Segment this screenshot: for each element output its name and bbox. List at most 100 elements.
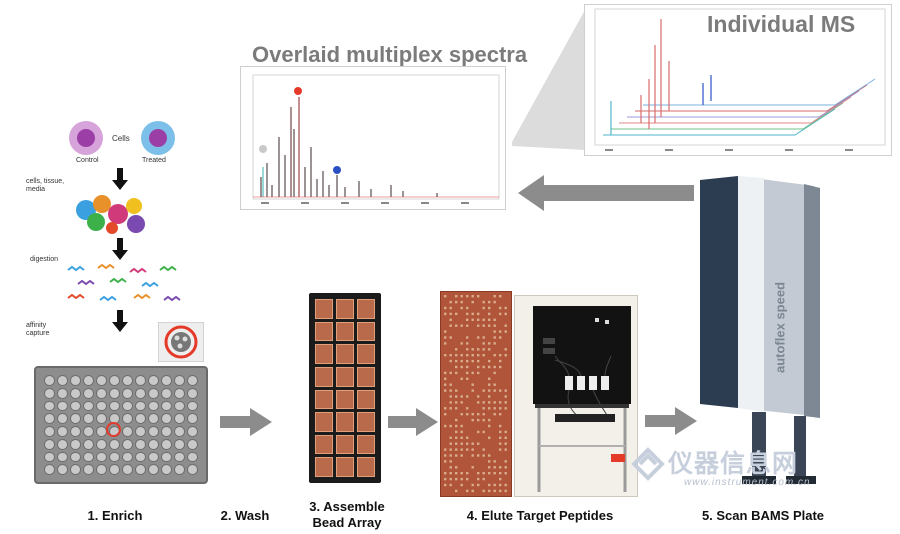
cells-tissue-media-label: cells, tissue, media bbox=[26, 178, 65, 193]
plate-well bbox=[161, 413, 172, 424]
plate-well bbox=[83, 464, 94, 475]
plate-well bbox=[148, 387, 159, 399]
plate-well bbox=[70, 464, 81, 475]
plate-well bbox=[83, 387, 94, 399]
bams-plate bbox=[440, 291, 512, 497]
plate-well bbox=[135, 451, 146, 463]
bead-array-rack bbox=[309, 293, 381, 483]
plate-well bbox=[161, 438, 172, 450]
step-label-assemble: 3. Assemble Bead Array bbox=[309, 499, 385, 530]
individual-ms-heading: Individual MS bbox=[707, 11, 856, 37]
plate-well bbox=[57, 451, 68, 463]
plate-well bbox=[44, 426, 55, 437]
plate-well bbox=[109, 400, 120, 412]
watermark-name: 仪器信息网 bbox=[668, 449, 799, 478]
plate-well bbox=[174, 400, 185, 412]
plate-well bbox=[174, 375, 185, 386]
down-arrow-2 bbox=[112, 238, 128, 260]
bead-rack-cell bbox=[336, 389, 354, 410]
arrow-instrument-to-spectra bbox=[518, 175, 694, 211]
enrich-workflow: Cells Control Treated cells, tissue, med… bbox=[20, 110, 210, 360]
marker-blue bbox=[333, 166, 341, 174]
plate-well bbox=[135, 375, 146, 386]
control-label: Control bbox=[76, 157, 99, 164]
bead-rack-cell bbox=[357, 344, 375, 364]
plate-well bbox=[109, 438, 120, 450]
plate-well bbox=[44, 387, 55, 399]
plate-well bbox=[83, 426, 94, 437]
plate-well bbox=[174, 426, 185, 437]
elution-robot bbox=[514, 295, 638, 497]
digestion-label: digestion bbox=[30, 256, 59, 263]
bead-rack-cell bbox=[357, 321, 375, 342]
plate-well bbox=[135, 464, 146, 475]
plate-well bbox=[109, 464, 120, 475]
plate-well bbox=[122, 375, 133, 386]
individual-ms-plot bbox=[594, 8, 886, 151]
plate-well bbox=[57, 375, 68, 386]
bead-rack-cell bbox=[357, 434, 375, 455]
plate-well bbox=[44, 438, 55, 450]
plate-well bbox=[174, 451, 185, 463]
plate-well bbox=[148, 426, 159, 437]
bead-rack-cell bbox=[315, 457, 333, 477]
bead-rack-cell bbox=[336, 412, 354, 432]
bead-rack-cell bbox=[336, 344, 354, 364]
plate-well bbox=[187, 451, 198, 463]
plate-well bbox=[83, 413, 94, 424]
cells-illustration bbox=[69, 121, 175, 155]
bead-inset-icon bbox=[158, 322, 204, 362]
plate-well bbox=[44, 464, 55, 475]
step-label-elute: 4. Elute Target Peptides bbox=[466, 508, 614, 523]
highlighted-well bbox=[106, 422, 121, 437]
instrument-brand-label: autoflex speed bbox=[772, 281, 788, 374]
down-arrow-3 bbox=[112, 310, 128, 332]
overlaid-spectrum-panel bbox=[240, 66, 506, 210]
plate-well bbox=[96, 464, 107, 475]
plate-well bbox=[70, 375, 81, 386]
plate-well bbox=[161, 387, 172, 399]
plate-well bbox=[148, 464, 159, 475]
plate-well bbox=[135, 438, 146, 450]
plate-well bbox=[96, 400, 107, 412]
plate-well bbox=[161, 426, 172, 437]
plate-well bbox=[187, 438, 198, 450]
bead-rack-cell bbox=[315, 412, 333, 432]
plate-well bbox=[96, 375, 107, 386]
plate-well bbox=[122, 400, 133, 412]
plate-well bbox=[174, 464, 185, 475]
plate-well bbox=[83, 375, 94, 386]
plate-well bbox=[187, 464, 198, 475]
bead-rack-cell bbox=[315, 299, 333, 319]
maldi-instrument bbox=[700, 176, 820, 484]
plate-well bbox=[57, 438, 68, 450]
step-label-scan: 5. Scan BAMS Plate bbox=[701, 508, 825, 523]
overlaid-spectrum-plot bbox=[252, 74, 500, 204]
plate-well bbox=[44, 400, 55, 412]
bead-rack-cell bbox=[315, 366, 333, 387]
plate-well bbox=[187, 400, 198, 412]
down-arrow-1 bbox=[112, 168, 128, 190]
plate-well bbox=[70, 413, 81, 424]
plate-well bbox=[57, 400, 68, 412]
plate-well bbox=[174, 387, 185, 399]
bead-rack-cell bbox=[357, 366, 375, 387]
protein-cluster-illustration bbox=[76, 195, 145, 234]
bead-rack-cell bbox=[357, 457, 375, 477]
plate-well bbox=[70, 451, 81, 463]
bead-rack-cell bbox=[315, 344, 333, 364]
plate-well bbox=[96, 451, 107, 463]
plate-well bbox=[109, 387, 120, 399]
plate-well bbox=[44, 451, 55, 463]
plate-well bbox=[161, 400, 172, 412]
plate-well bbox=[122, 451, 133, 463]
plate-well bbox=[70, 400, 81, 412]
plate-well bbox=[122, 464, 133, 475]
plate-well bbox=[174, 438, 185, 450]
plate-well bbox=[70, 438, 81, 450]
plate-well bbox=[148, 413, 159, 424]
zoom-connector bbox=[512, 8, 586, 150]
plate-well bbox=[174, 413, 185, 424]
plate-well bbox=[148, 438, 159, 450]
watermark-logo-icon bbox=[631, 447, 665, 481]
